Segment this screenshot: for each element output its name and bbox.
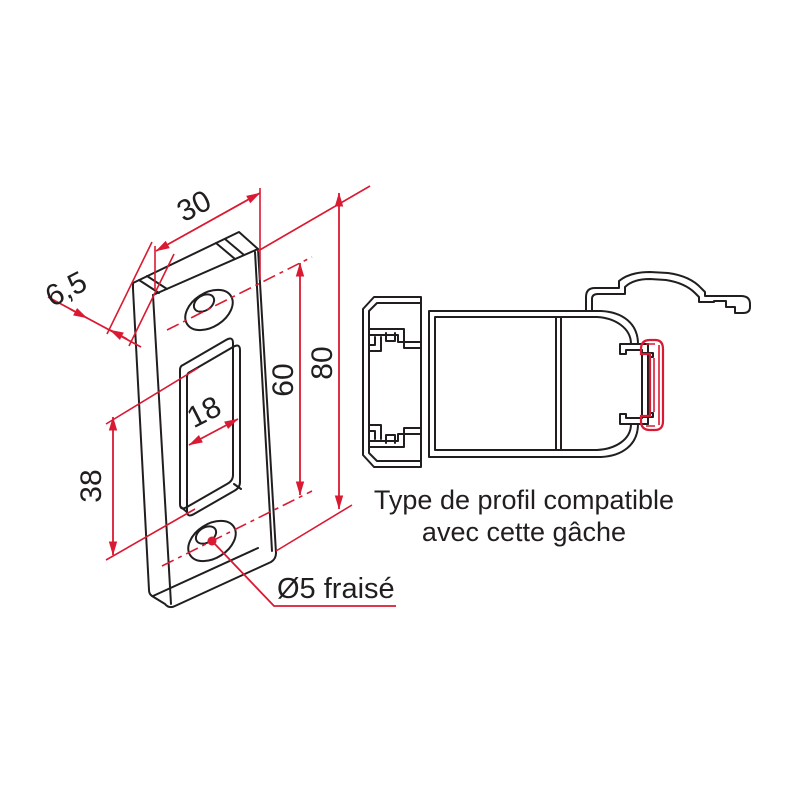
dim-label-height: 80 <box>306 346 339 379</box>
dim-label-slot-length: 38 <box>75 469 108 502</box>
hole-callout-label: Ø5 fraisé <box>277 573 395 605</box>
dim-label-thickness: 6,5 <box>40 265 92 313</box>
dim-label-hole-spacing: 60 <box>267 363 300 396</box>
profile-internal-web <box>555 316 562 451</box>
profile-lower-screw-channel <box>368 424 422 448</box>
profile-caption-line2: avec cette gâche <box>422 517 626 547</box>
dimension-height-80: 80 <box>257 185 371 552</box>
profile-main-box-inner <box>434 316 598 451</box>
dimension-hole-spacing-60: 60 <box>161 256 313 567</box>
plate-slot-inner <box>179 337 234 510</box>
keeper-highlight <box>639 338 665 432</box>
plate-slot-bevel-lines <box>180 483 242 514</box>
profile-section-view: Type de profil compatible avec cette gâc… <box>362 271 751 547</box>
dimension-slot-length-38: 38 <box>75 367 199 561</box>
callout-countersunk-hole: Ø5 fraisé <box>207 536 396 607</box>
profile-caption-line1: Type de profil compatible <box>374 485 674 515</box>
plate-front-top-edge <box>152 248 259 296</box>
profile-right-side <box>596 310 654 458</box>
plate-bottom-bevel-edge <box>152 547 259 597</box>
dim-label-width: 30 <box>172 184 217 229</box>
profile-upper-screw-channel <box>368 328 422 352</box>
profile-main-box-outer <box>428 310 602 458</box>
plate-front-left-edge <box>152 294 172 605</box>
plate-right-inner-edge <box>254 251 273 552</box>
profile-left-box-inner <box>368 302 422 462</box>
profile-sash-arm <box>585 271 751 314</box>
